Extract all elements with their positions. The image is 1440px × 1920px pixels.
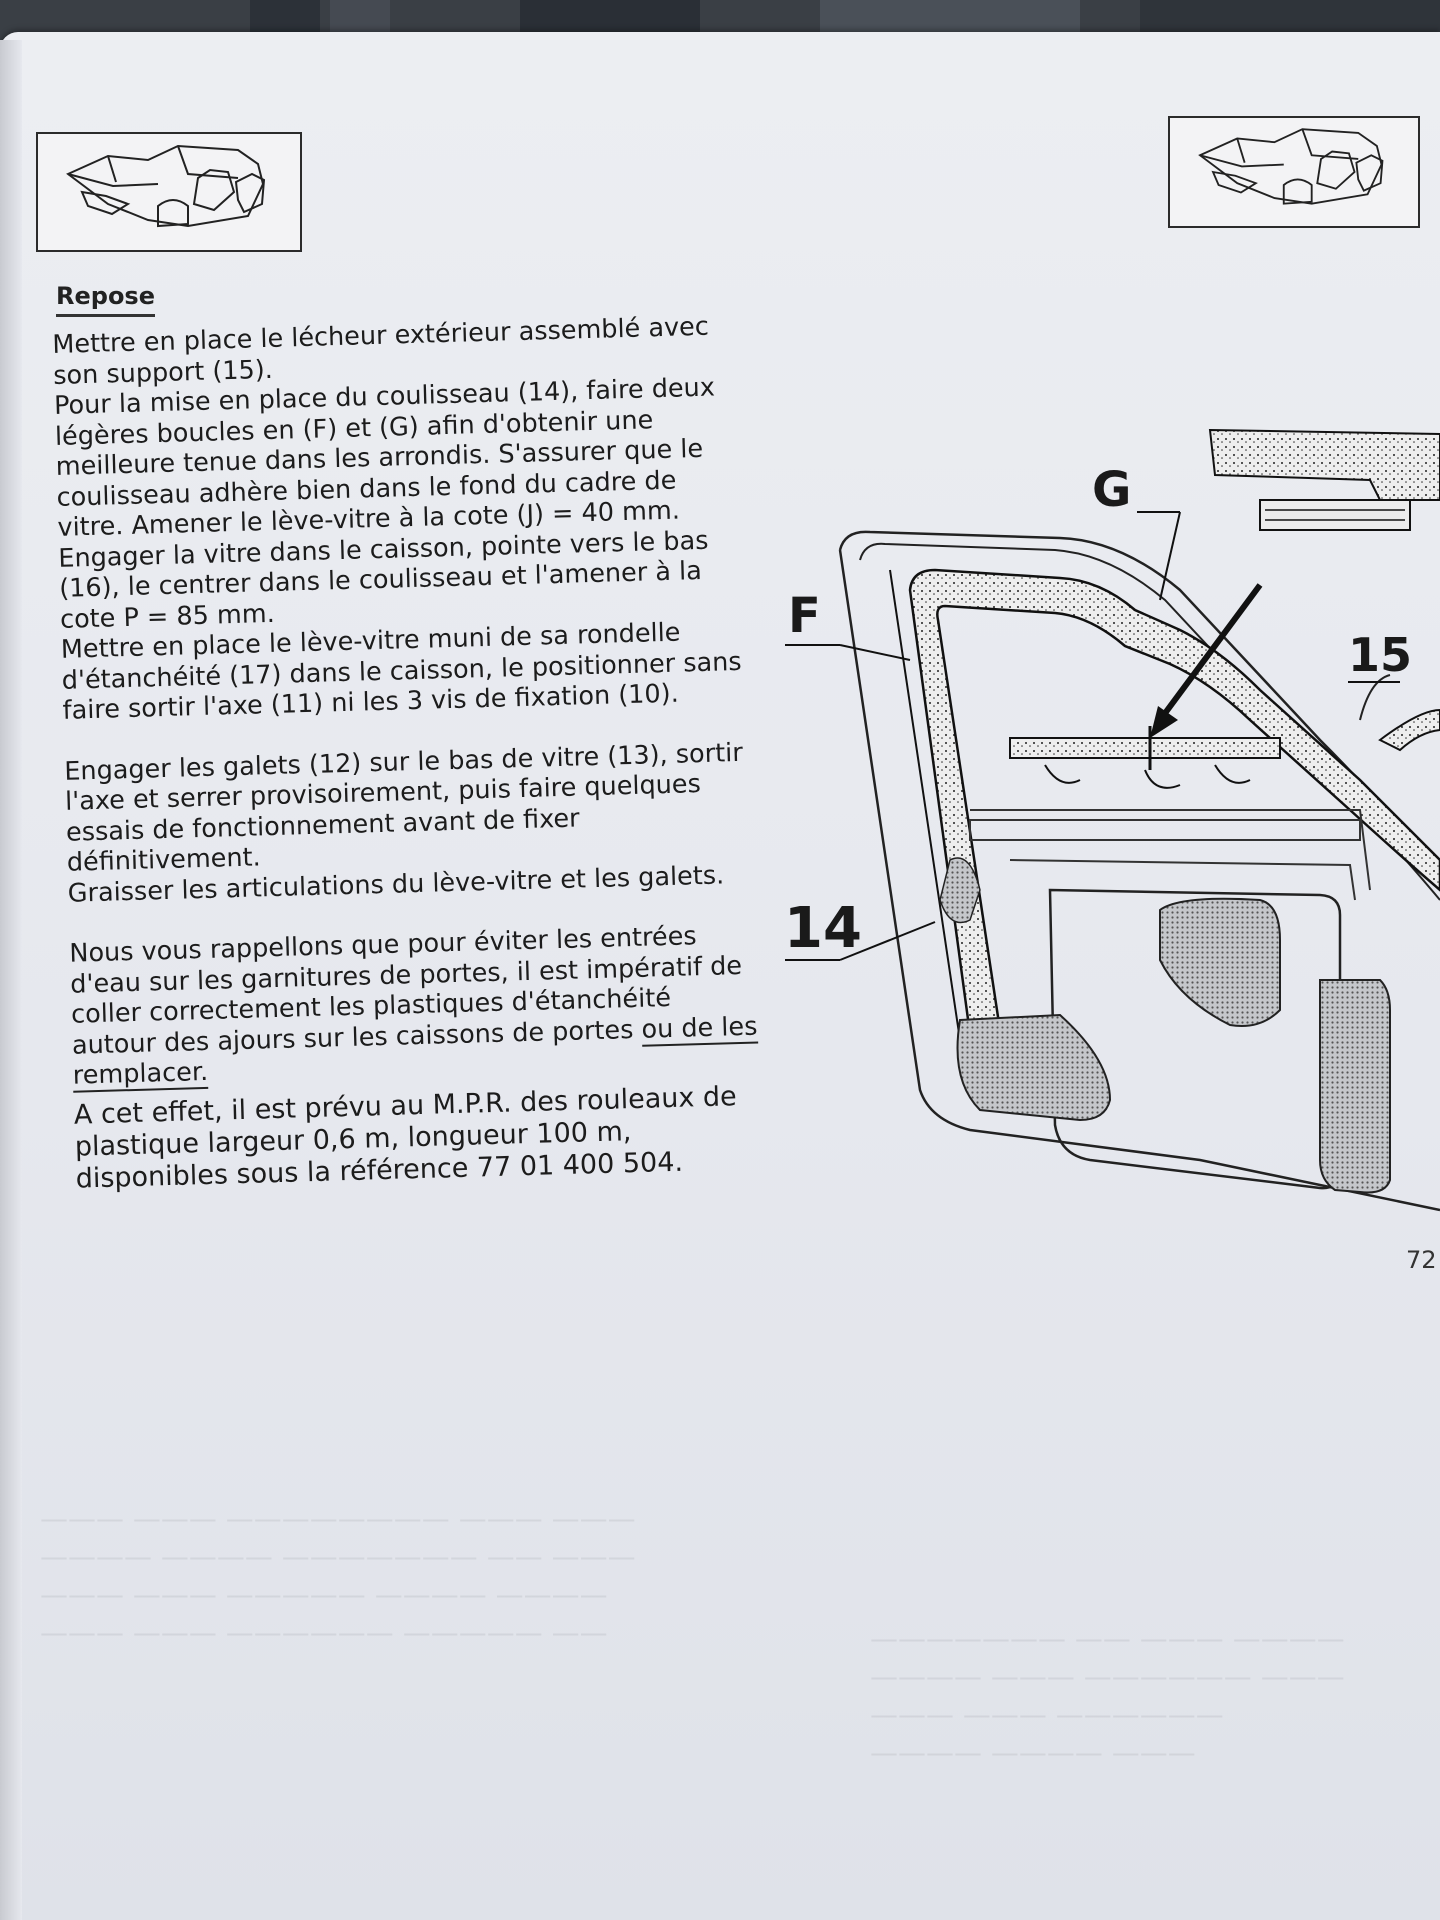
door-seal-diagram — [760, 420, 1440, 1240]
bleed-through-text: ——— ——— ———————— ——— ——————— ———— ——————… — [40, 1502, 636, 1649]
paragraph: Pour la mise en place du coulisseau (14)… — [53, 372, 716, 543]
paragraph: Engager les galets (12) sur le bas de vi… — [63, 737, 744, 878]
callout-label-15: 15 — [1348, 628, 1413, 682]
callout-label-f: F — [788, 588, 821, 644]
notice-followup: A cet effet, il est prévu au M.P.R. des … — [73, 1080, 738, 1195]
hatched-opening-right — [1319, 979, 1391, 1194]
bleed-through-text-right: ——————— —— ——— ———————— ——— —————— —————… — [870, 1622, 1345, 1769]
notice-paragraph: Nous vous rappellons que pour éviter les… — [69, 919, 763, 1093]
car-thumbnail-right — [1168, 116, 1420, 228]
car-thumbnail-left — [36, 132, 302, 252]
seal-strip — [908, 568, 1440, 1036]
paragraph: Mettre en place le lève-vitre muni de sa… — [60, 617, 743, 726]
support-bar — [1009, 737, 1281, 759]
hatched-opening-center — [1159, 897, 1281, 1027]
instruction-text: Mettre en place le lécheur extérieur ass… — [52, 311, 766, 1195]
car-door-icon — [66, 144, 266, 228]
detail-inset — [1208, 428, 1440, 501]
callout-label-14: 14 — [784, 896, 862, 961]
page-number: 72 — [1406, 1246, 1437, 1274]
callout-label-g: G — [1092, 462, 1132, 518]
insertion-arrow — [1157, 583, 1263, 722]
hatched-opening-lower — [956, 1013, 1112, 1122]
car-door-icon — [1198, 128, 1384, 205]
page-left-edge — [0, 40, 22, 1920]
section-heading: Repose — [56, 282, 155, 317]
